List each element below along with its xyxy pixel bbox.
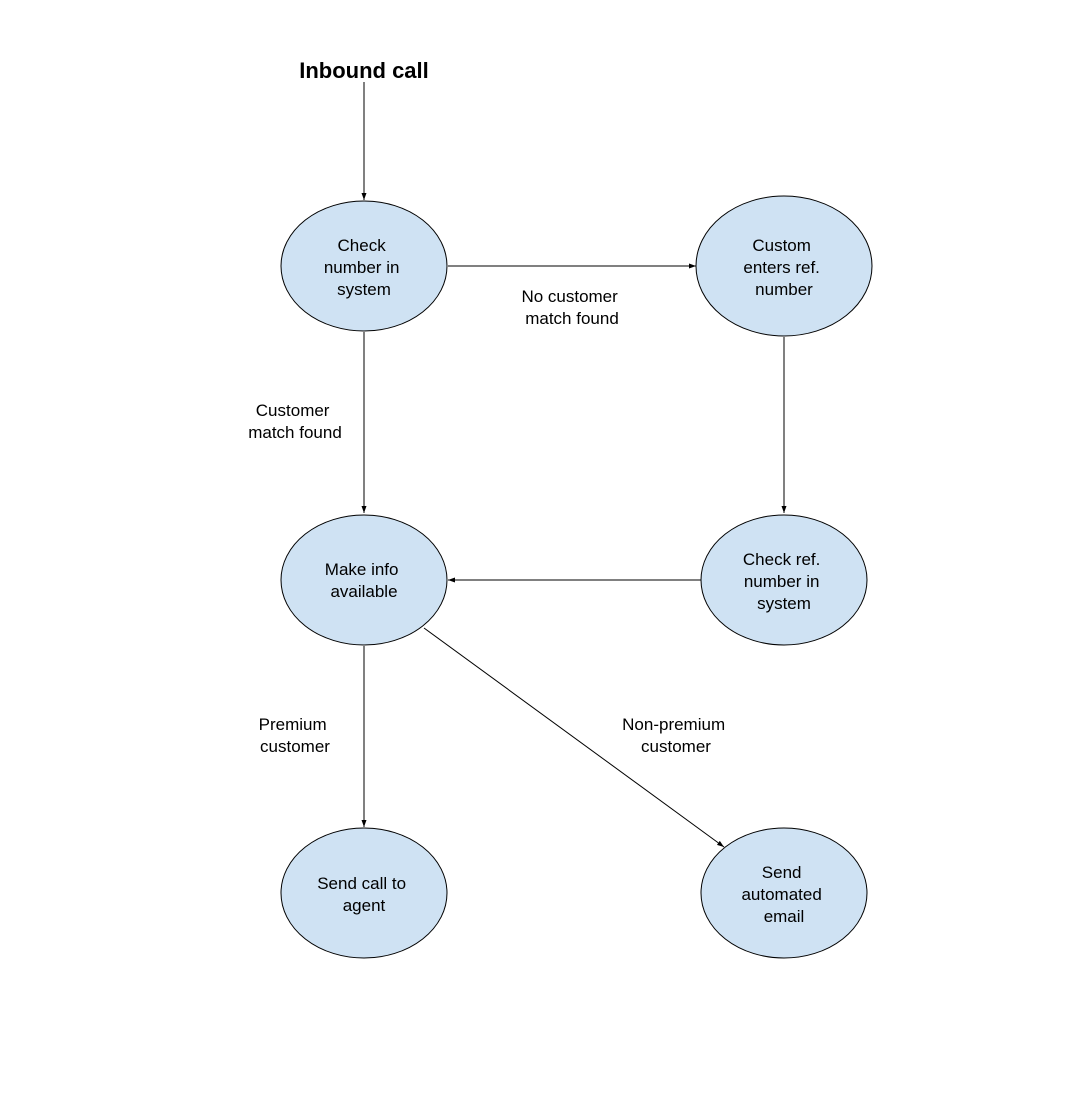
node-label-line: number in	[744, 572, 820, 591]
node-label-line: agent	[343, 896, 386, 915]
node-send-call-to-agent: Send call to agent	[280, 827, 448, 959]
edge-label-premium-customer: Premium customer	[259, 715, 332, 756]
node-ellipse	[280, 827, 448, 959]
node-ellipse	[700, 514, 868, 646]
node-ellipse	[280, 514, 448, 646]
node-label: Send automated email	[741, 863, 826, 926]
node-label-line: enters ref.	[743, 258, 820, 277]
node-label-line: Send call to	[317, 874, 406, 893]
node-check-ref-number: Check ref. number in system	[700, 514, 868, 646]
edge-label-line: customer	[260, 737, 330, 756]
edge-label-customer-match: Customer match found	[248, 401, 342, 442]
edge-label-line: Premium	[259, 715, 327, 734]
node-label-line: Check ref.	[743, 550, 820, 569]
node-label-line: Make info	[325, 560, 399, 579]
node-label: Make info available	[325, 560, 403, 601]
node-label-line: number	[755, 280, 813, 299]
edge-label-line: No customer	[521, 287, 618, 306]
node-label-line: available	[330, 582, 397, 601]
edge-label-line: match found	[248, 423, 342, 442]
edge-make-info-to-send-email	[423, 627, 725, 848]
edge-label-non-premium-customer: Non-premium customer	[622, 715, 730, 756]
node-label: Send call to agent	[317, 874, 411, 915]
edge-label-no-customer-match: No customer match found	[521, 287, 622, 328]
node-label: Custom enters ref. number	[743, 236, 824, 299]
edge-label-line: customer	[641, 737, 711, 756]
edge-label-line: Non-premium	[622, 715, 725, 734]
node-check-number: Check number in system	[280, 200, 448, 332]
edge-label-line: Customer	[256, 401, 330, 420]
node-label-line: Send	[762, 863, 802, 882]
node-label-line: number in	[324, 258, 400, 277]
node-ellipse	[280, 200, 448, 332]
node-ellipse	[700, 827, 868, 959]
node-label-line: automated	[741, 885, 821, 904]
node-label-line: Check	[338, 236, 387, 255]
edge-label-line: match found	[525, 309, 619, 328]
node-label: Check ref. number in system	[743, 550, 825, 613]
node-label-line: email	[764, 907, 805, 926]
node-label-line: Custom	[752, 236, 811, 255]
node-label: Check number in system	[324, 236, 404, 299]
node-custom-enters-ref: Custom enters ref. number	[695, 195, 873, 337]
node-label-line: system	[337, 280, 391, 299]
node-ellipse	[695, 195, 873, 337]
node-send-automated-email: Send automated email	[700, 827, 868, 959]
node-make-info-available: Make info available	[280, 514, 448, 646]
diagram-title: Inbound call	[299, 58, 429, 83]
node-label-line: system	[757, 594, 811, 613]
